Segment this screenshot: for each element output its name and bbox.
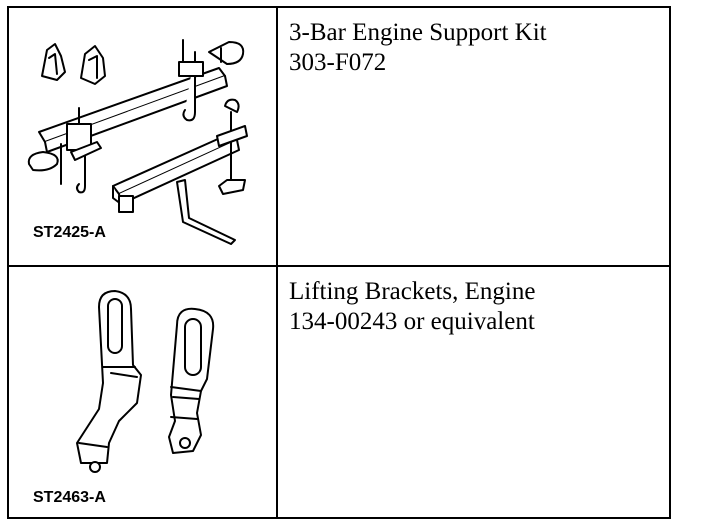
tool-description: Lifting Brackets, Engine 134-00243 or eq…: [289, 277, 535, 337]
tool-description: 3-Bar Engine Support Kit 303-F072: [289, 18, 547, 78]
tool-part-number: 303-F072: [289, 49, 387, 76]
tool-description-cell-1: 3-Bar Engine Support Kit 303-F072: [278, 8, 671, 265]
tool-description-cell-2: Lifting Brackets, Engine 134-00243 or eq…: [278, 267, 671, 517]
tool-part-number: 134-00243 or equivalent: [289, 308, 535, 335]
special-tools-table: ST2425-A 3-Bar Engine Support Kit 303-F0…: [7, 6, 671, 519]
tool-name: Lifting Brackets, Engine: [289, 278, 536, 305]
tool-code: ST2425-A: [33, 224, 106, 241]
lifting-brackets-illustration: [76, 290, 215, 473]
tool-name: 3-Bar Engine Support Kit: [289, 19, 547, 46]
tool-code: ST2463-A: [33, 489, 106, 506]
column-divider: [276, 8, 278, 517]
row-divider: [9, 265, 669, 267]
tool-image-cell-1: ST2425-A: [9, 8, 276, 265]
engine-support-kit-illustration: [27, 39, 248, 245]
tool-image-cell-2: ST2463-A: [9, 267, 276, 517]
